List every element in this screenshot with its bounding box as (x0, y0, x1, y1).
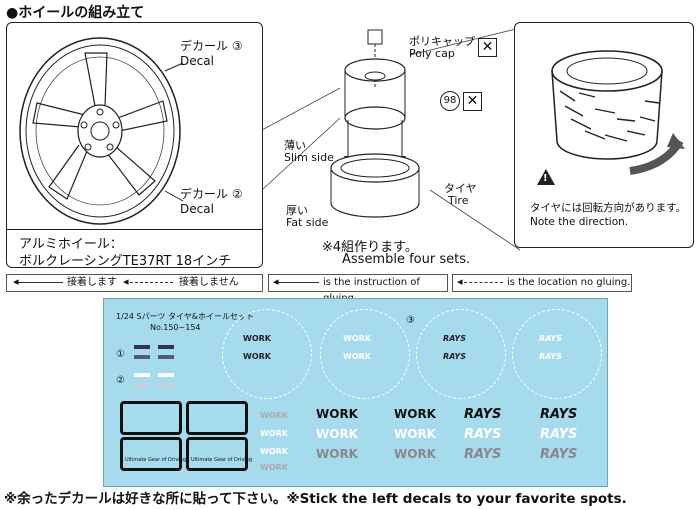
tire-direction-panel: ! タイヤには回転方向があります。 Note the direction. (514, 22, 694, 248)
polycap-label-en: Poly cap (409, 47, 455, 60)
tire-label-en: Tire (448, 194, 469, 207)
small-decal (158, 373, 174, 377)
decal3-label-en: Decal (180, 54, 214, 68)
connector-lines (261, 27, 521, 251)
decal-mark-2: ② (116, 375, 125, 386)
license-plate-decal: Ultimate Gear of Driving (186, 437, 252, 471)
wheel-decal-circle: RAYS RAYS (512, 309, 602, 399)
direction-note-en: Note the direction. (530, 216, 629, 228)
decal-mark-3: ③ (406, 315, 415, 326)
slim-side-label-jp: 薄い (284, 139, 306, 152)
sets-note-en: Assemble four sets. (342, 252, 471, 267)
small-decal (134, 345, 150, 349)
small-decal (158, 355, 174, 359)
small-decal (134, 373, 150, 377)
no-glue-icon: ✕ (478, 38, 497, 57)
small-decal (158, 345, 174, 349)
sheet-header: 1/24 Sパーツ タイヤ&ホイールセット (116, 312, 254, 321)
sheet-number: No.150~154 (150, 323, 201, 332)
no-glue-icon: ✕ (463, 92, 482, 111)
tire-label-jp: タイヤ (444, 182, 477, 195)
decal2-label-jp: デカール ② (180, 187, 243, 201)
legend-jp: ◂ 接着します ◂ 接着しません (6, 274, 263, 292)
license-plate-decal (120, 401, 182, 435)
small-decal (134, 355, 150, 359)
wheel-decal-circle: WORK WORK (320, 309, 410, 399)
legend-noglue-jp: 接着しません (179, 277, 239, 288)
polycap-label-jp: ポリキャップ (409, 35, 475, 48)
decal3-label-jp: デカール ③ (180, 39, 243, 53)
direction-note-jp: タイヤには回転方向があります。 (530, 202, 687, 214)
page-title: ●ホイールの組み立て (6, 5, 145, 21)
wheel-decal-circle: WORK WORK (222, 309, 312, 399)
legend-glue-jp: 接着します (67, 277, 117, 288)
legend-glue-en: ◂ is the instruction of gluing. (268, 274, 448, 304)
wheel-name-box: アルミホイール： ボルクレーシングTE37RT 18インチ (7, 229, 262, 269)
warning-icon (537, 169, 555, 185)
sets-note-jp: ※4組作ります。 (322, 240, 418, 255)
part-number-badge: 98 (440, 91, 460, 111)
footer-note: ※余ったデカールは好きな所に貼って下さい。※Stick the left dec… (4, 491, 627, 507)
license-plate-decal (186, 401, 248, 435)
decal2-label-en: Decal (180, 202, 214, 216)
license-plate-decal: Ultimate Gear of Driving (120, 437, 186, 471)
small-decal (134, 383, 150, 387)
fat-side-label-en: Fat side (286, 216, 329, 229)
assembly-illustration (330, 29, 420, 218)
decal-sheet: 1/24 Sパーツ タイヤ&ホイールセット No.150~154 ① ② ③ W… (103, 298, 608, 487)
legend-noglue-en: ◂ is the location no gluing. (452, 274, 632, 292)
wheel-name-line1: アルミホイール： (19, 237, 123, 252)
slim-side-label-en: Slim side (284, 151, 334, 164)
fat-side-label-jp: 厚い (286, 204, 308, 217)
small-decal (158, 383, 174, 387)
tire-illustration (551, 50, 685, 175)
warning-mark: ! (543, 173, 548, 184)
wheel-panel: デカール ③ Decal デカール ② Decal アルミホイール： ボルクレー… (6, 22, 263, 269)
wheel-decal-circle: RAYS RAYS (416, 309, 506, 399)
wheel-name-line2: ボルクレーシングTE37RT 18インチ (19, 254, 232, 269)
decal-mark-1: ① (116, 349, 125, 360)
wheel-illustration (19, 37, 184, 225)
